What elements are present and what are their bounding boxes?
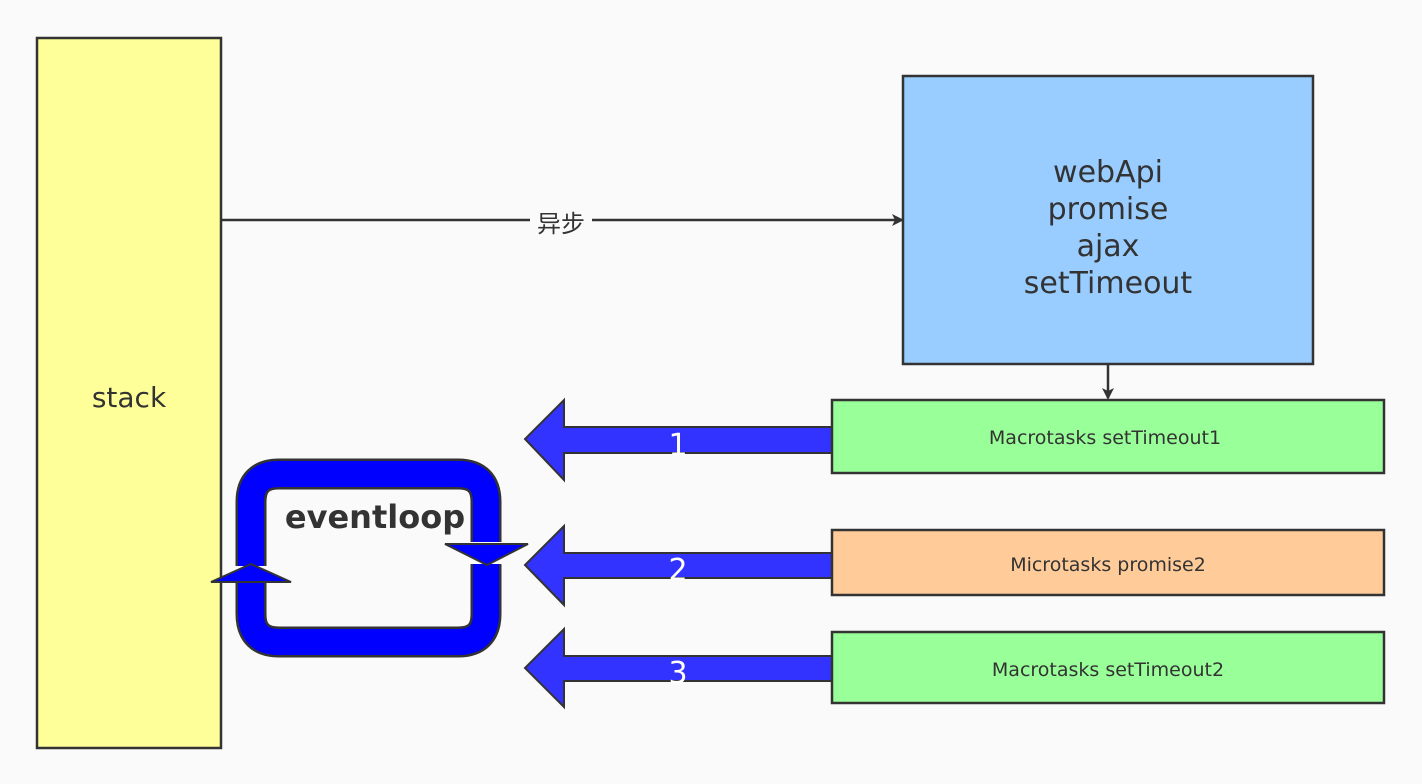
- task-2: 2 Microtasks promise2: [523, 523, 1386, 608]
- async-connector: 异步: [221, 206, 904, 238]
- task-2-box: [830, 528, 1386, 597]
- task-1-label: Macrotasks setTimeout1: [989, 427, 1221, 449]
- async-label-bg: [530, 206, 592, 236]
- async-label: 异步: [537, 210, 585, 238]
- task-2-order: 2: [668, 553, 687, 588]
- webapi-line-2: promise: [1048, 192, 1169, 227]
- eventloop-arrowhead-down: [444, 543, 529, 567]
- eventloop-loop-top: [238, 461, 499, 566]
- eventloop-loop-bottom: [238, 564, 499, 655]
- eventloop-arrowhead-up: [210, 562, 292, 583]
- stack-node: stack: [35, 36, 223, 750]
- task-3-label: Macrotasks setTimeout2: [992, 659, 1224, 681]
- eventloop-label: eventloop: [285, 498, 465, 536]
- task-3: 3 Macrotasks setTimeout2: [523, 626, 1386, 710]
- task-2-label: Microtasks promise2: [1010, 554, 1206, 576]
- webapi-line-1: webApi: [1053, 155, 1163, 190]
- task-2-block-arrow: [523, 523, 833, 608]
- task-1-box: [830, 398, 1386, 475]
- webapi-line-3: ajax: [1077, 229, 1140, 264]
- eventloop-loop: eventloop: [210, 458, 529, 658]
- task-3-box: [830, 630, 1386, 705]
- task-1-order: 1: [668, 428, 687, 463]
- task-1: 1 Macrotasks setTimeout1: [523, 397, 1386, 483]
- webapi-line-4: setTimeout: [1024, 266, 1193, 301]
- task-1-block-arrow: [523, 397, 833, 483]
- stack-label: stack: [92, 381, 167, 414]
- stack-box: [35, 36, 223, 750]
- task-3-order: 3: [668, 656, 687, 691]
- webapi-node: webApi promise ajax setTimeout: [901, 74, 1315, 366]
- task-3-block-arrow: [523, 626, 833, 710]
